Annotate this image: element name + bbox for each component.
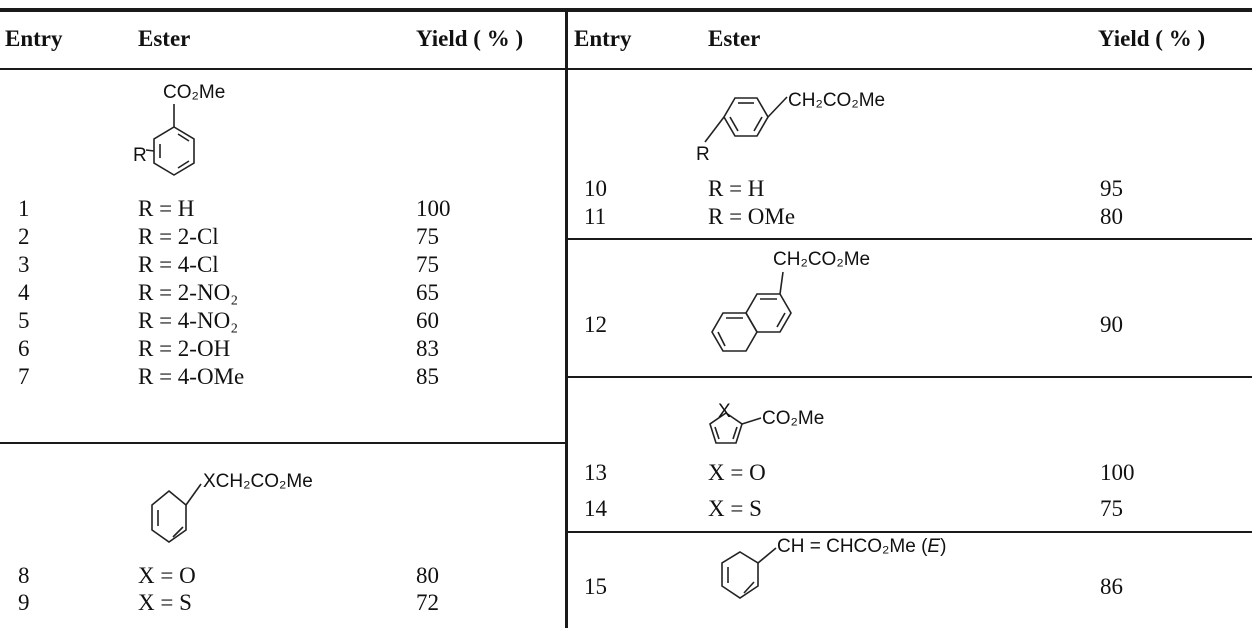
entry-cell: 3 xyxy=(18,252,30,277)
entry-cell: 8 xyxy=(18,563,30,588)
left-header-entry: Entry xyxy=(5,26,63,51)
entry-cell: 14 xyxy=(584,496,607,521)
naphthyl-substituent: CH₂CO₂Me xyxy=(773,249,870,270)
yield-cell: 100 xyxy=(1100,460,1135,485)
table-row: 4 R = 2-NO₂ 65 xyxy=(0,280,560,310)
aryloxy-acetate-structure: XCH₂CO₂Me xyxy=(151,471,313,543)
header-rule xyxy=(0,68,1252,70)
yield-cell: 100 xyxy=(416,196,451,221)
yield-cell: 80 xyxy=(1100,204,1123,229)
left-group-rule xyxy=(0,442,566,444)
yield-cell: 60 xyxy=(416,308,439,333)
benzoate-r-label: R xyxy=(133,145,147,166)
top-rule xyxy=(0,8,1252,12)
table-row: 10 R = H 95 xyxy=(568,176,1252,206)
table-row: 7 R = 4-OMe 85 xyxy=(0,364,560,394)
aryloxy-substituent: XCH₂CO₂Me xyxy=(203,471,313,492)
ester-cell: X = S xyxy=(708,496,762,521)
ester-cell: R = 4-Cl xyxy=(138,252,219,277)
table-row: 8 X = O 80 xyxy=(0,563,560,593)
cinnamate-substituent: CH = CHCO₂Me (E) xyxy=(777,536,946,557)
table-row: 15 86 xyxy=(568,574,1252,604)
right-group-rule-3 xyxy=(567,531,1252,533)
benzoate-structure: CO₂Me R xyxy=(133,82,225,176)
ester-cell: X = S xyxy=(138,590,192,615)
ester-cell: R = 2-OH xyxy=(138,336,231,361)
entry-cell: 5 xyxy=(18,308,30,333)
entry-cell: 12 xyxy=(584,312,607,337)
yield-cell: 90 xyxy=(1100,312,1123,337)
right-header-ester: Ester xyxy=(708,26,761,51)
yield-cell: 72 xyxy=(416,590,439,615)
table-row: 1 R = H 100 xyxy=(0,196,560,226)
benzoate-substituent: CO₂Me xyxy=(163,82,225,103)
left-header-ester: Ester xyxy=(138,26,191,51)
yield-cell: 75 xyxy=(416,252,439,277)
entry-cell: 7 xyxy=(18,364,30,389)
entry-cell: 13 xyxy=(584,460,607,485)
table-row: 14 X = S 75 xyxy=(568,496,1252,526)
yield-cell: 83 xyxy=(416,336,439,361)
right-group-rule-1 xyxy=(567,238,1252,240)
right-group-rule-2 xyxy=(567,376,1252,378)
table-row: 13 X = O 100 xyxy=(568,460,1252,490)
entry-cell: 10 xyxy=(584,176,607,201)
center-divider xyxy=(565,10,568,628)
ester-cell: R = 2-Cl xyxy=(138,224,219,249)
naphthylacetate-structure: CH₂CO₂Me xyxy=(711,249,870,352)
yield-cell: 86 xyxy=(1100,574,1123,599)
yield-cell: 75 xyxy=(1100,496,1123,521)
ester-cell: X = O xyxy=(708,460,766,485)
entry-cell: 15 xyxy=(584,574,607,599)
table-row: 9 X = S 72 xyxy=(0,590,560,620)
left-header-yield: Yield ( % ) xyxy=(416,26,524,51)
phenylacetate-r-label: R xyxy=(696,144,710,165)
right-header-yield: Yield ( % ) xyxy=(1098,26,1206,51)
heteroaryl-x-label: X xyxy=(718,401,731,422)
ester-cell: R = H xyxy=(708,176,765,201)
entry-cell: 6 xyxy=(18,336,30,361)
yield-cell: 80 xyxy=(416,563,439,588)
entry-cell: 2 xyxy=(18,224,30,249)
right-header-entry: Entry xyxy=(574,26,632,51)
entry-cell: 4 xyxy=(18,280,30,305)
ester-cell: R = OMe xyxy=(708,204,796,229)
entry-cell: 1 xyxy=(18,196,30,221)
ester-cell: R = H xyxy=(138,196,195,221)
ester-cell: R = 4-OMe xyxy=(138,364,245,389)
heteroaryl-structure: X CO₂Me xyxy=(709,401,824,444)
phenylacetate-structure: CH₂CO₂Me R xyxy=(696,90,885,165)
table-row: 3 R = 4-Cl 75 xyxy=(0,252,560,282)
ester-cell: X = O xyxy=(138,563,196,588)
cinnamate-structure: CH = CHCO₂Me (E) xyxy=(721,536,946,599)
ester-cell: R = 4-NO₂ xyxy=(138,308,239,333)
table-row: 6 R = 2-OH 83 xyxy=(0,336,560,366)
phenylacetate-substituent: CH₂CO₂Me xyxy=(788,90,885,111)
yield-cell: 75 xyxy=(416,224,439,249)
entry-cell: 11 xyxy=(584,204,607,229)
yield-cell: 65 xyxy=(416,280,439,305)
table-row: 11 R = OMe 80 xyxy=(568,204,1252,234)
table-row: 5 R = 4-NO₂ 60 xyxy=(0,308,560,338)
yield-cell: 85 xyxy=(416,364,439,389)
heteroaryl-substituent: CO₂Me xyxy=(762,408,824,429)
yield-cell: 95 xyxy=(1100,176,1123,201)
table-row: 12 90 xyxy=(568,312,1252,342)
table-row: 2 R = 2-Cl 75 xyxy=(0,224,560,254)
entry-cell: 9 xyxy=(18,590,30,615)
ester-cell: R = 2-NO₂ xyxy=(138,280,239,305)
